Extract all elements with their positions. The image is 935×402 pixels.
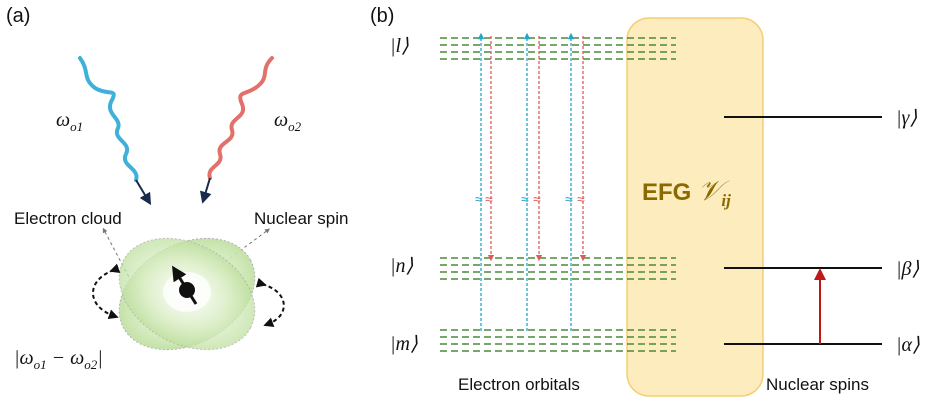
ket-beta: |β⟩ [896, 258, 919, 280]
efg-label: EFG 𝒱ij [642, 176, 731, 210]
orbital-group-n [440, 257, 676, 280]
panel-a-label: (a) [6, 5, 30, 27]
transition-pair-3: ≈ ≈ [565, 32, 587, 331]
ket-l: |l⟩ [390, 35, 409, 57]
break-symbol-blue-2: ≈ [521, 191, 529, 207]
break-symbol-red-3: ≈ [577, 191, 585, 207]
break-symbol-red-2: ≈ [533, 191, 541, 207]
break-symbol-blue-1: ≈ [475, 191, 483, 207]
break-symbol-red-1: ≈ [485, 191, 493, 207]
ket-alpha: |α⟩ [896, 334, 920, 356]
nucleus [179, 282, 195, 298]
rotation-arrow-right [255, 277, 285, 327]
photon-wave-o1 [78, 56, 139, 182]
transition-pair-2: ≈ ≈ [521, 32, 543, 331]
nuclear-spins-label: Nuclear spins [766, 375, 869, 394]
photon-wave-o2 [207, 56, 274, 180]
omega-o1-label: ωo1 [56, 109, 83, 134]
transition-pair-1: ≈ ≈ [475, 32, 495, 331]
photon-arrow-o1 [135, 179, 152, 206]
electron-cloud-label: Electron cloud [14, 209, 122, 228]
ket-gamma: |γ⟩ [896, 107, 917, 129]
omega-o2-label: ωo2 [274, 109, 302, 134]
ket-m: |m⟩ [390, 333, 418, 355]
panel-b-label: (b) [370, 5, 394, 27]
electron-orbitals-label: Electron orbitals [458, 375, 580, 394]
difference-frequency-label: |ωo1 − ωo2| [14, 347, 103, 372]
nuclear-spin-label: Nuclear spin [254, 209, 349, 228]
break-symbol-blue-3: ≈ [565, 191, 573, 207]
rotation-arrow-left [92, 263, 121, 320]
ket-n: |n⟩ [390, 255, 413, 277]
orbital-group-m [440, 329, 676, 352]
efg-box [626, 17, 764, 397]
photon-arrow-o2 [199, 177, 212, 204]
